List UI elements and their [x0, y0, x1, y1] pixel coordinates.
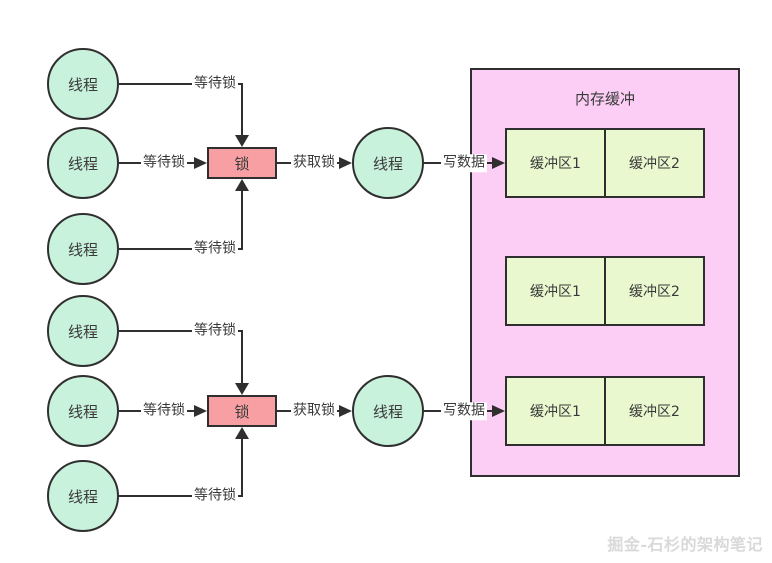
edge-label-wait-lock: 等待锁: [141, 402, 187, 420]
thread-label: 线程: [372, 154, 403, 173]
watermark: 掘金-石杉的架构笔记: [607, 535, 763, 554]
memory-buffer-panel: 内存缓冲 缓冲区1 缓冲区2 缓冲区1 缓冲区2 缓冲区1 缓冲区2: [470, 68, 740, 477]
thread-label: 线程: [67, 75, 98, 94]
edge-label-wait-lock: 等待锁: [141, 154, 187, 172]
thread-circle: 线程: [47, 48, 119, 120]
edge-label-wait-lock: 等待锁: [192, 240, 238, 258]
thread-label: 线程: [67, 402, 98, 421]
lock-label: 锁: [234, 402, 250, 421]
buffer-row: 缓冲区1 缓冲区2: [505, 256, 705, 326]
thread-label: 线程: [67, 154, 98, 173]
edge-label-acquire-lock: 获取锁: [291, 154, 337, 172]
buffer-row: 缓冲区1 缓冲区2: [505, 376, 705, 446]
thread-label: 线程: [67, 322, 98, 341]
memory-buffer-title: 内存缓冲: [574, 90, 635, 108]
edge-label-write-data: 写数据: [441, 402, 487, 420]
edge-label-acquire-lock: 获取锁: [291, 402, 337, 420]
thread-circle-owner: 线程: [352, 375, 424, 447]
thread-label: 线程: [67, 487, 98, 506]
lock-box: 锁: [207, 147, 277, 179]
thread-label: 线程: [372, 402, 403, 421]
buffer-cell: 缓冲区2: [629, 404, 680, 420]
buffer-cell: 缓冲区2: [629, 156, 680, 172]
thread-circle-owner: 线程: [352, 127, 424, 199]
buffer-cell: 缓冲区1: [507, 130, 606, 196]
edge-label-wait-lock: 等待锁: [192, 322, 238, 340]
lock-box: 锁: [207, 395, 277, 427]
thread-label: 线程: [67, 240, 98, 259]
buffer-cell: 缓冲区2: [629, 284, 680, 300]
buffer-cell: 缓冲区1: [507, 258, 606, 324]
thread-circle: 线程: [47, 127, 119, 199]
buffer-row: 缓冲区1 缓冲区2: [505, 128, 705, 198]
thread-circle: 线程: [47, 213, 119, 285]
lock-label: 锁: [234, 154, 250, 173]
edge-label-wait-lock: 等待锁: [192, 487, 238, 505]
thread-circle: 线程: [47, 295, 119, 367]
edge-label-wait-lock: 等待锁: [192, 75, 238, 93]
thread-circle: 线程: [47, 375, 119, 447]
buffer-cell: 缓冲区1: [507, 378, 606, 444]
thread-circle: 线程: [47, 460, 119, 532]
edge-label-write-data: 写数据: [441, 154, 487, 172]
